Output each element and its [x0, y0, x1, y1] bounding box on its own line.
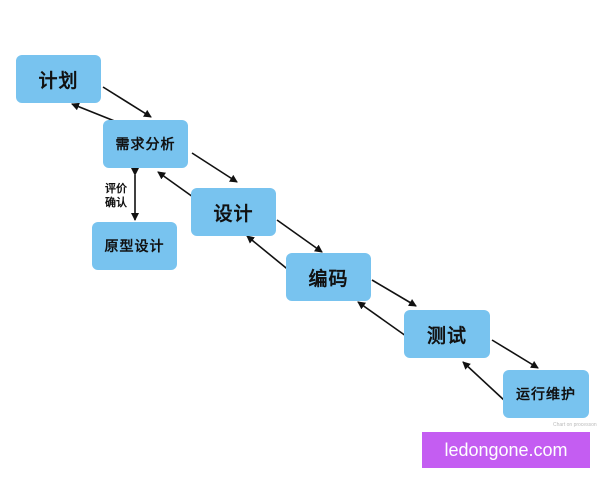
review-label-line1: 评价 [105, 182, 127, 195]
review-label-line2: 确认 [105, 196, 127, 209]
arrow-coding-to-testing [371, 279, 417, 307]
arrow-requirements-to-design [191, 152, 238, 183]
arrow-maintenance-to-testing [462, 361, 506, 402]
node-design: 设计 [191, 188, 276, 236]
arrow-testing-to-maintenance [491, 339, 539, 369]
credit-text: Chart on processon [553, 422, 597, 428]
watermark-badge: ledongone.com [422, 432, 590, 468]
arrow-requirements-to-plan [71, 102, 118, 123]
node-coding: 编码 [286, 253, 371, 301]
node-requirements: 需求分析 [103, 120, 188, 168]
node-plan: 计划 [16, 55, 101, 103]
arrow-coding-to-design [246, 235, 292, 273]
arrow-testing-to-coding [357, 301, 414, 342]
review-confirm-label: 评价 确认 [101, 182, 131, 210]
arrow-plan-to-requirements [102, 86, 152, 118]
arrow-design-to-coding [276, 219, 323, 253]
node-testing: 测试 [404, 310, 490, 358]
node-prototype: 原型设计 [92, 222, 177, 270]
node-maintenance: 运行维护 [503, 370, 589, 418]
